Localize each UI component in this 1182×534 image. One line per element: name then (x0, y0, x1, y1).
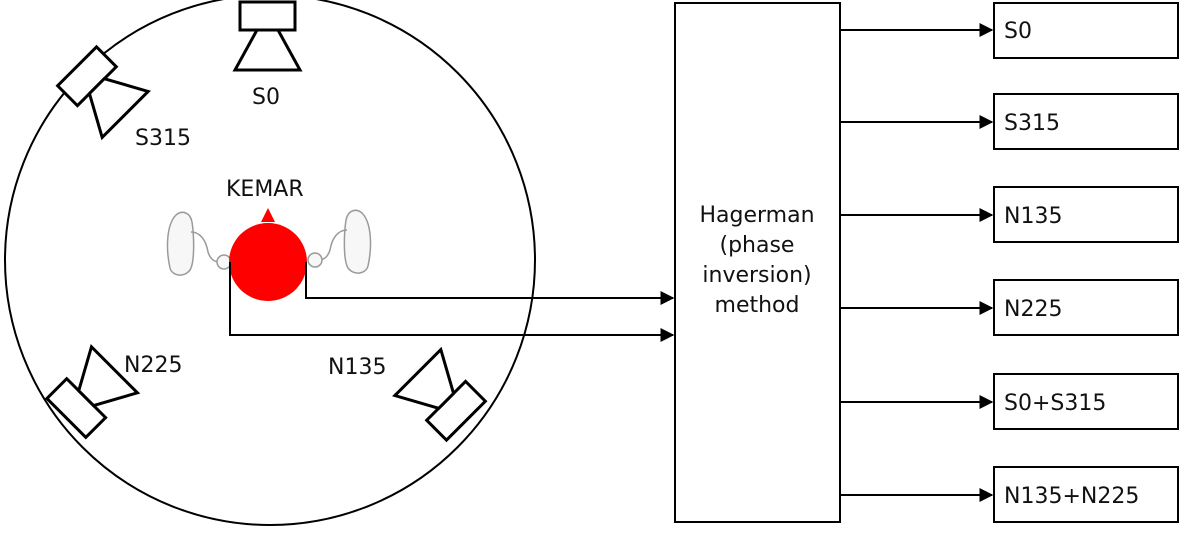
processor-label-line2: (phase (720, 233, 795, 258)
output-label-6: N135+N225 (1004, 484, 1139, 509)
processor-label-line4: method (715, 293, 800, 318)
output-box-1: S0 (993, 2, 1179, 59)
right-ear-signal-line (305, 262, 675, 305)
output-box-2: S315 (993, 93, 1179, 150)
output-label-4: N225 (1004, 297, 1062, 322)
output-label-2: S315 (1004, 111, 1060, 136)
output-label-5: S0+S315 (1004, 391, 1106, 416)
output-label-3: N135 (1004, 204, 1062, 229)
speaker-n225 (44, 344, 141, 440)
processor-label-line1: Hagerman (699, 203, 814, 228)
speaker-label-n135: N135 (328, 355, 386, 380)
speaker-label-s0: S0 (252, 85, 280, 110)
left-hearing-aid-icon (166, 211, 232, 276)
output-box-3: N135 (993, 186, 1179, 243)
kemar-head (229, 208, 307, 301)
speaker-n135 (392, 346, 488, 443)
speaker-s0 (232, 0, 303, 72)
right-hearing-aid-icon (307, 209, 372, 274)
output-box-4: N225 (993, 279, 1179, 336)
test-room-circle (4, 0, 536, 526)
hagerman-method-box (674, 2, 841, 523)
speaker-s315 (55, 44, 151, 141)
output-box-6: N135+N225 (993, 466, 1179, 523)
left-ear-signal-line (229, 262, 675, 342)
speaker-label-n225: N225 (124, 353, 182, 378)
output-label-1: S0 (1004, 19, 1032, 44)
kemar-label: KEMAR (226, 177, 304, 202)
output-box-5: S0+S315 (993, 373, 1179, 430)
speaker-label-s315: S315 (135, 126, 191, 151)
processor-label-line3: inversion) (702, 263, 811, 288)
